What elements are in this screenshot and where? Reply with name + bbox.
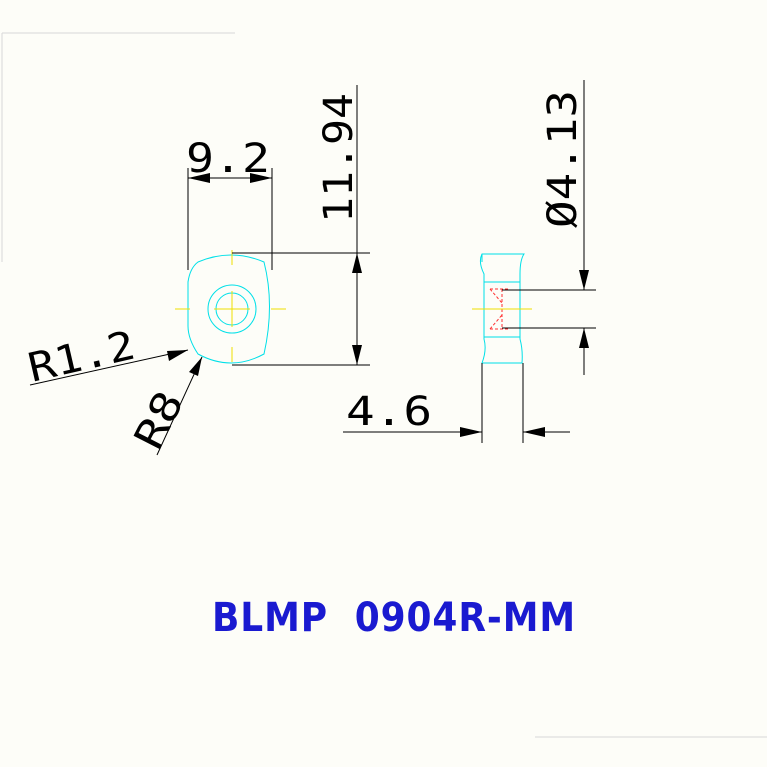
dimension-width-side: 4.6 bbox=[343, 363, 570, 443]
dimension-label-diameter: Ø4.13 bbox=[540, 90, 586, 228]
dimension-label-height: 11.94 bbox=[316, 93, 362, 223]
dim-arrow bbox=[250, 173, 272, 183]
dim-arrow bbox=[352, 253, 362, 273]
dim-arrow bbox=[460, 427, 482, 437]
dimension-width-front: 9.2 bbox=[186, 136, 273, 270]
dimension-radius-large: R8 bbox=[126, 356, 203, 457]
dim-arrow bbox=[579, 328, 589, 348]
insert-outline-front bbox=[187, 254, 270, 364]
part-number-title: BLMP 0904R-MM bbox=[212, 595, 576, 641]
side-view bbox=[472, 253, 532, 364]
dimension-height-front: 11.94 bbox=[232, 85, 370, 366]
drawing-frame bbox=[1, 32, 767, 738]
dim-arrow bbox=[523, 427, 545, 437]
dimension-hole-diameter: Ø4.13 bbox=[502, 80, 596, 375]
insert-outline-side bbox=[479, 253, 525, 364]
dimension-radius-small: R1.2 bbox=[24, 323, 189, 392]
dimension-label-radius-large: R8 bbox=[126, 384, 193, 457]
front-view bbox=[175, 250, 286, 364]
hole-outer-circle bbox=[207, 284, 257, 334]
dimension-label-side-width: 4.6 bbox=[346, 389, 432, 435]
dim-arrow bbox=[167, 350, 188, 361]
dim-arrow bbox=[189, 357, 202, 376]
dimension-label-width: 9.2 bbox=[186, 136, 270, 182]
dim-arrow bbox=[188, 173, 210, 183]
dim-arrow bbox=[352, 345, 362, 365]
dim-arrow bbox=[579, 270, 589, 290]
dimension-label-radius-small: R1.2 bbox=[24, 323, 140, 392]
